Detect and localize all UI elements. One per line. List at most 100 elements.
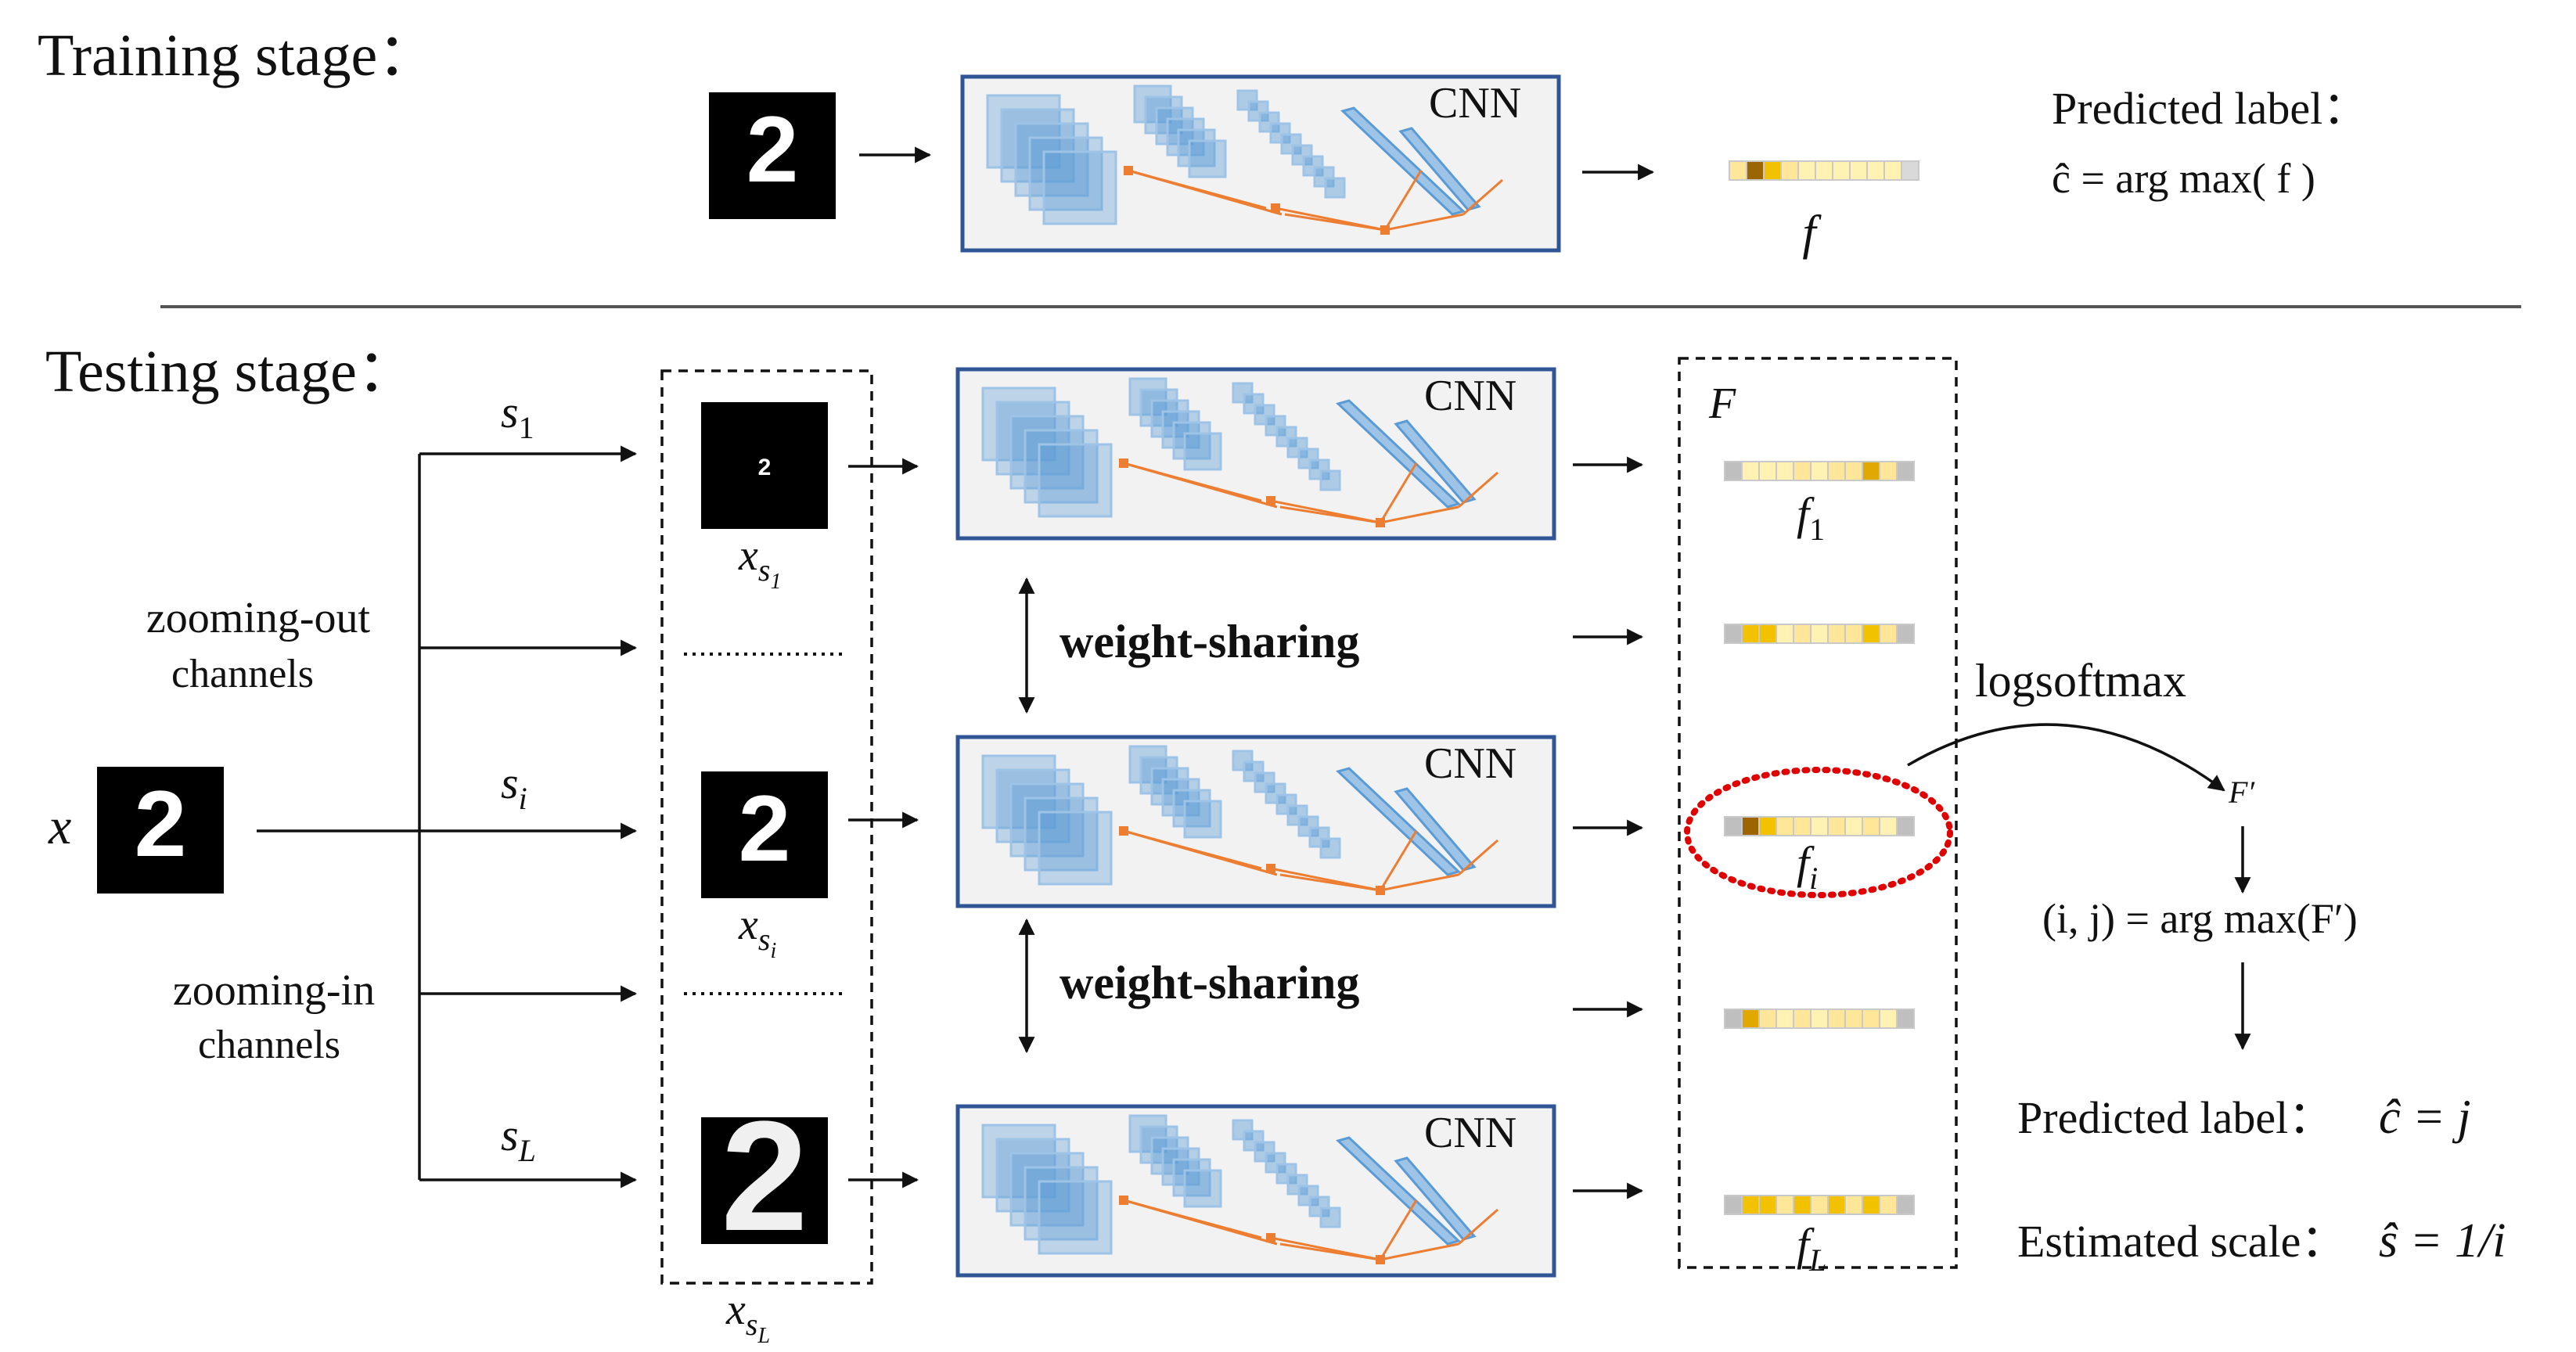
conv-layer-2: [1128, 377, 1167, 416]
feature-vector-f4: [1724, 1009, 1915, 1029]
training-predicted-title: Predicted label：: [2052, 83, 2368, 134]
conv-layer-3: [1269, 122, 1291, 144]
feature-cell: [1827, 1009, 1846, 1029]
feature-cell: [1810, 461, 1829, 481]
feature-cell: [1827, 624, 1846, 644]
layer-connection: [1383, 170, 1423, 231]
feature-cell: [1746, 160, 1765, 181]
conv-layer-1: [995, 768, 1070, 843]
feature-cell: [1844, 1009, 1863, 1029]
receptive-field-marker: [1271, 203, 1280, 213]
conv-layer-2: [1150, 1136, 1189, 1175]
conv-layer-3: [1254, 404, 1275, 426]
conv-layer-2: [1161, 410, 1200, 449]
argmax-formula: (i, j) = arg max(F′): [2042, 895, 2358, 942]
testing-cnn-1: CNN: [955, 367, 1556, 541]
conv-layer-2: [1172, 789, 1211, 828]
feature-cell: [1862, 461, 1880, 481]
feature-cell: [1844, 816, 1863, 836]
feature-cell: [1793, 1195, 1811, 1215]
layer-connection: [1279, 505, 1381, 524]
conv-layer-2: [1183, 800, 1222, 839]
cnn-frame: [960, 74, 1561, 253]
conv-layer-3: [1232, 750, 1254, 771]
zoom-in-label-2: channels: [198, 1023, 340, 1067]
layer-connection: [1379, 1199, 1418, 1260]
feature-cell: [1896, 624, 1915, 644]
receptive-field-marker: [1124, 166, 1133, 175]
feature-cell: [1896, 816, 1915, 836]
estimated-scale-formula: ŝ = 1/i: [2379, 1214, 2506, 1268]
feature-cell: [1862, 1195, 1880, 1215]
testing-stage-label: Testing stage：: [45, 339, 416, 405]
conv-layer-1: [995, 401, 1070, 476]
conv-layers-icon: [986, 84, 1503, 235]
layer-connection: [1279, 1242, 1381, 1261]
feature-cell: [1810, 816, 1829, 836]
receptive-field-marker: [1376, 886, 1385, 895]
conv-layer-3: [1291, 144, 1313, 166]
feature-cell: [1793, 461, 1811, 481]
feature-cell: [1862, 1009, 1880, 1029]
xi-digit-glyph: 2: [739, 776, 791, 881]
testing-cnn-L: CNN: [955, 1104, 1556, 1278]
conv-layer-2: [1128, 745, 1167, 784]
feature-cell: [1758, 624, 1777, 644]
xL-digit-glyph: 2: [721, 1089, 808, 1264]
conv-layer-3: [1232, 382, 1254, 404]
conv-layer-1: [981, 387, 1056, 462]
feature-cell: [1741, 624, 1760, 644]
receptive-field-marker: [1266, 1233, 1275, 1242]
weight-sharing-label-1: weight-sharing: [1060, 616, 1359, 667]
feature-cell: [1879, 624, 1898, 644]
training-feature-label: f: [1802, 207, 1822, 260]
feature-cell: [1844, 461, 1863, 481]
conv-layer-1: [1038, 443, 1113, 518]
feature-vector-f1: [1724, 461, 1915, 481]
conv-layer-3: [1275, 426, 1297, 448]
conv-layer-3: [1324, 177, 1346, 199]
feature-cell: [1827, 461, 1846, 481]
conv-layer-3: [1308, 458, 1330, 480]
feature-cell: [1763, 160, 1782, 181]
receptive-field-marker: [1380, 225, 1390, 235]
layer-connection: [1379, 462, 1418, 523]
conv-layer-2: [1139, 1125, 1178, 1164]
logsoftmax-arrow: [1907, 723, 2225, 792]
training-digit-glyph: 2: [747, 97, 799, 202]
fc-layer-2: [1394, 1156, 1477, 1241]
scale-si-label: si: [501, 757, 527, 816]
feature-cell: [1741, 461, 1760, 481]
feature-cell: [1879, 1195, 1898, 1215]
receptive-field-marker: [1376, 518, 1385, 527]
conv-layer-3: [1297, 815, 1319, 837]
layer-connection: [1128, 169, 1283, 216]
conv-layer-2: [1183, 432, 1222, 471]
receptive-field-marker: [1119, 826, 1128, 836]
layer-connection: [1123, 462, 1278, 509]
feature-cell: [1741, 1195, 1760, 1215]
feature-cell: [1741, 1009, 1760, 1029]
selected-feature-highlight: [1684, 767, 1953, 898]
layer-connection: [1284, 213, 1386, 232]
conv-layer-2: [1188, 139, 1227, 178]
conv-layer-3: [1258, 111, 1280, 133]
conv-layer-2: [1128, 1114, 1167, 1153]
cnn-label: CNN: [1424, 372, 1516, 420]
feature-cell: [1879, 1009, 1898, 1029]
feature-cell: [1758, 1009, 1777, 1029]
conv-layer-3: [1286, 1174, 1308, 1196]
receptive-field-marker: [1266, 864, 1275, 873]
feature-cell: [1896, 461, 1915, 481]
conv-layers-icon: [981, 745, 1498, 895]
layer-connection: [1384, 213, 1464, 232]
feature-cell: [1724, 1009, 1743, 1029]
conv-layer-2: [1161, 778, 1200, 817]
zoom-out-label-1: zooming-out: [146, 594, 371, 642]
feature-cell: [1793, 816, 1811, 836]
conv-layer-1: [1024, 429, 1099, 504]
feature-cell: [1844, 624, 1863, 644]
layer-connection: [1380, 1242, 1459, 1261]
feature-cell: [1758, 816, 1777, 836]
